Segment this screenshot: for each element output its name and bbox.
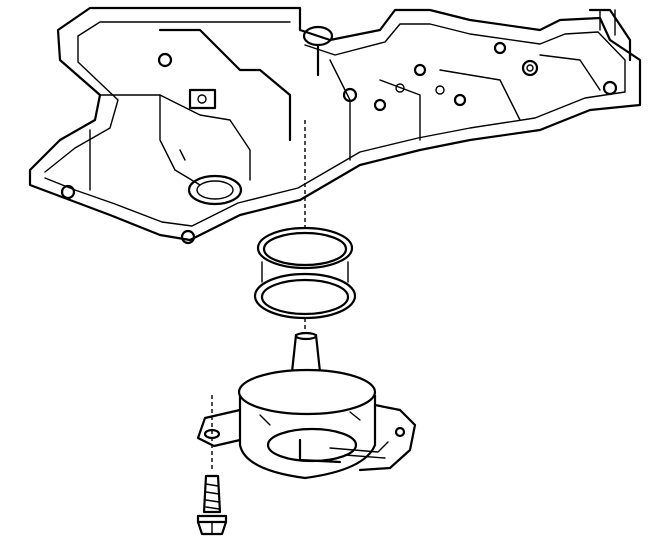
bolt [196,474,228,536]
filter-housing [196,331,417,480]
transmission-case [28,6,642,245]
o-ring-seals [253,226,357,320]
